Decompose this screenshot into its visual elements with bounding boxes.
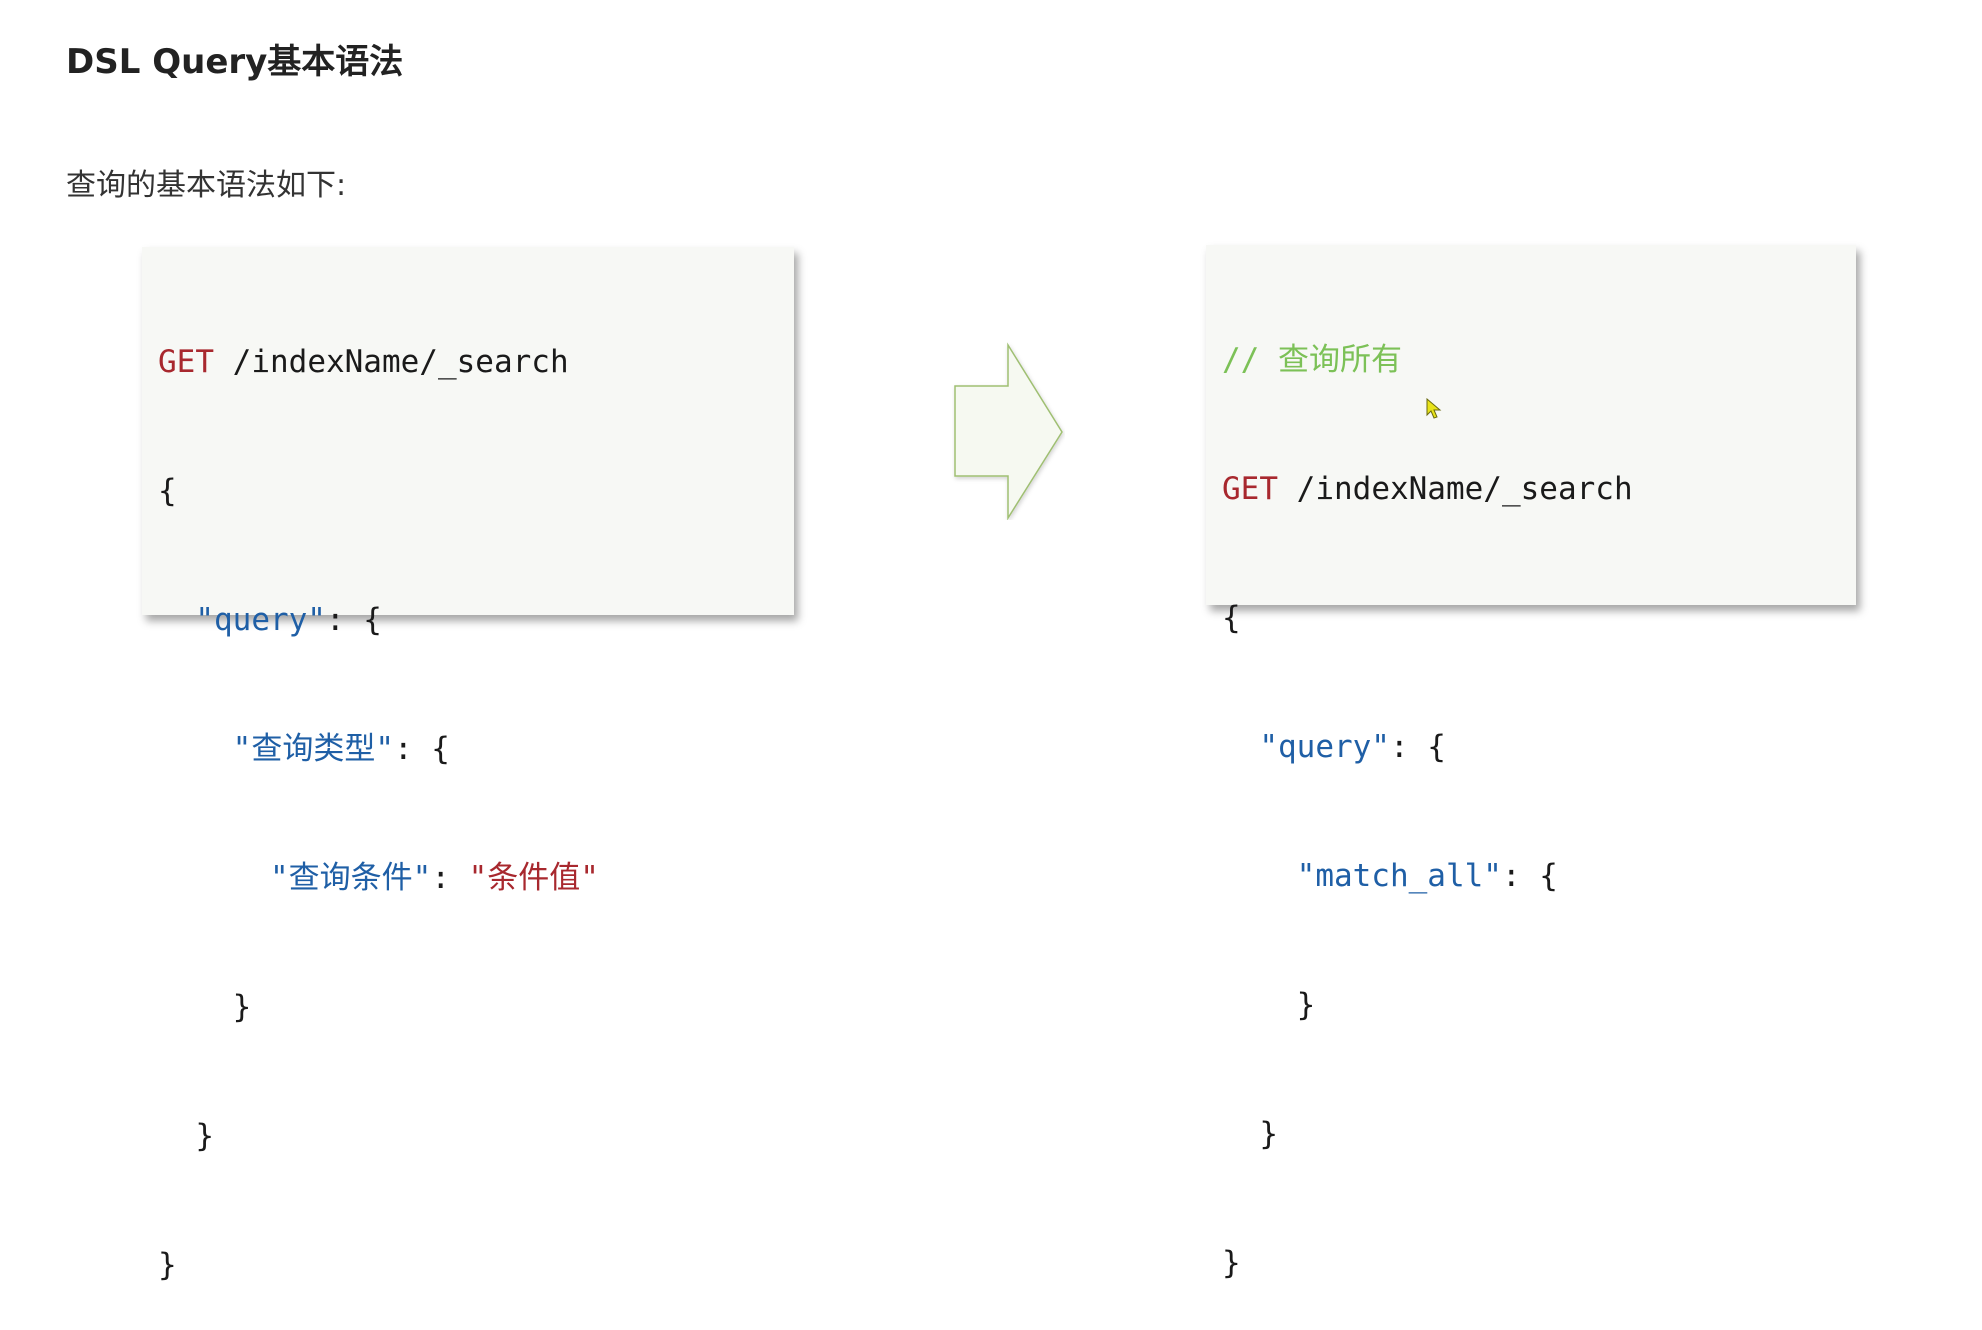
http-method: GET xyxy=(158,344,214,380)
code-block-match-all: // 查询所有 GET /indexName/_search { "query"… xyxy=(1206,245,1856,1281)
code-block-syntax: GET /indexName/_search { "query": { "查询类… xyxy=(142,247,794,1283)
json-key: "query" xyxy=(195,602,326,638)
page-subtitle: 查询的基本语法如下: xyxy=(66,168,347,203)
code-comment: // 查询所有 xyxy=(1222,342,1402,378)
json-key: "query" xyxy=(1259,729,1390,765)
code-line: { xyxy=(158,473,177,509)
code-line: } xyxy=(158,1118,214,1154)
code-line: } xyxy=(1222,1116,1278,1152)
code-line: } xyxy=(1222,987,1316,1023)
code-line-request: GET /indexName/_search xyxy=(158,341,794,384)
right-arrow-icon xyxy=(954,342,1063,520)
code-line: } xyxy=(158,1247,177,1283)
request-path: /indexName/_search xyxy=(214,344,569,380)
code-line-condition: "查询条件": "条件值" xyxy=(269,860,599,896)
page-title: DSL Query基本语法 xyxy=(66,42,404,82)
code-line-query: "query": { xyxy=(1259,729,1446,765)
mouse-cursor-icon xyxy=(1426,398,1442,419)
json-key: "match_all" xyxy=(1296,858,1502,894)
code-line-query: "query": { xyxy=(195,602,382,638)
request-path: /indexName/_search xyxy=(1278,471,1633,507)
json-key: "查询条件" xyxy=(269,860,432,896)
json-value: "条件值" xyxy=(468,860,599,896)
code-line-match-all: "match_all": { xyxy=(1296,858,1558,894)
code-line-query-type: "查询类型": { xyxy=(232,731,450,767)
code-line: { xyxy=(1222,600,1241,636)
http-method: GET xyxy=(1222,471,1278,507)
code-line-request: GET /indexName/_search xyxy=(1222,468,1856,511)
json-key: "查询类型" xyxy=(232,731,394,767)
code-line: } xyxy=(1222,1245,1241,1281)
code-line: } xyxy=(158,989,252,1025)
